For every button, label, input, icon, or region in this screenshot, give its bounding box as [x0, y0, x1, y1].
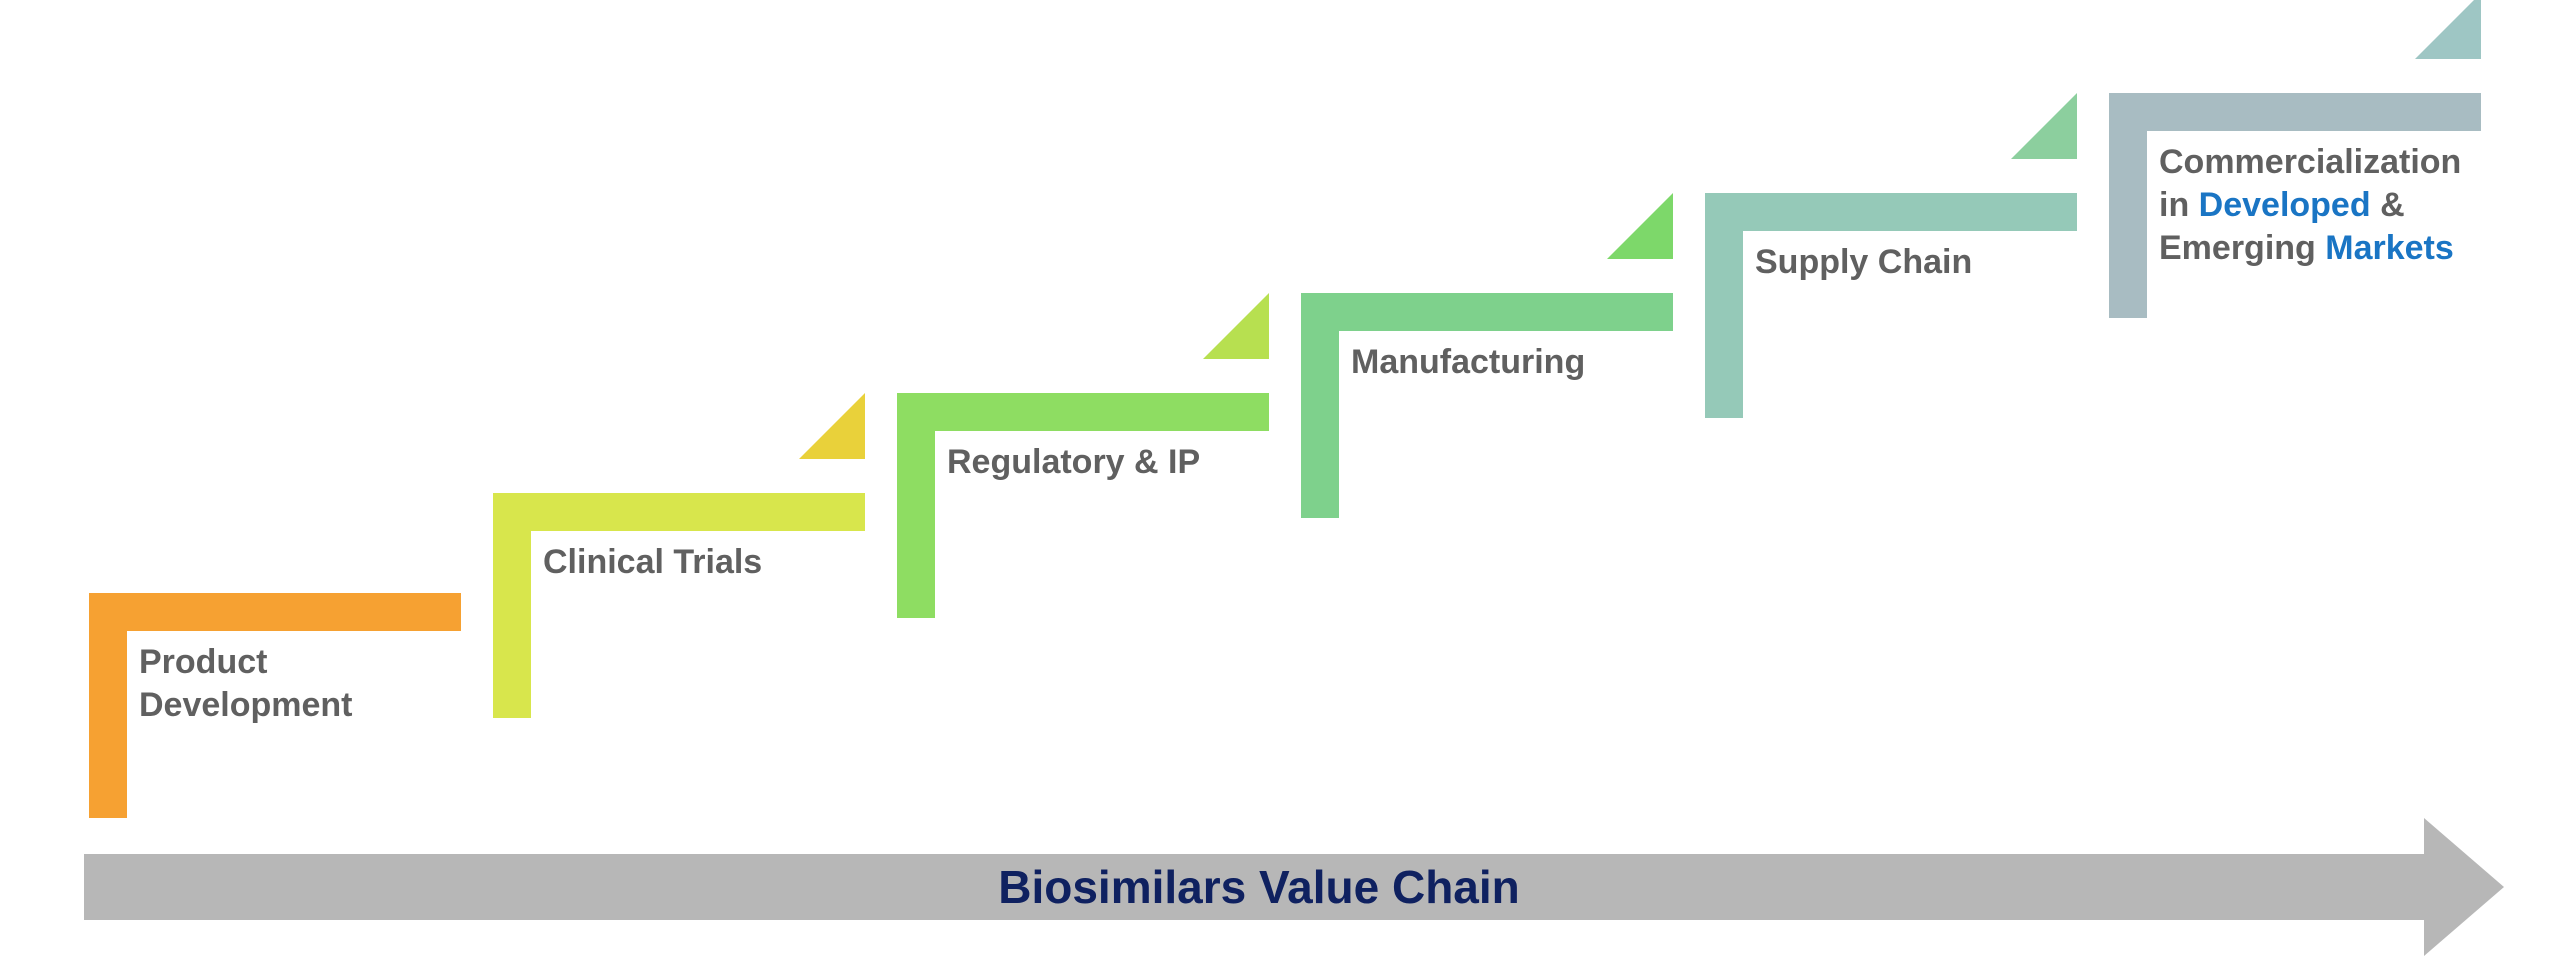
arrow-body — [84, 854, 2434, 920]
step-bar-horizontal — [1705, 193, 2077, 231]
step-bar-horizontal — [89, 593, 461, 631]
step-label: Clinical Trials — [543, 541, 762, 584]
step-label-text: Regulatory & IP — [947, 443, 1201, 481]
step-label-highlight: Developed — [2198, 186, 2371, 224]
step-label-text: Commercialization — [2159, 143, 2462, 181]
step-clinical-trials: Clinical Trials — [493, 393, 865, 718]
step-bar-vertical — [897, 393, 935, 618]
step-label-text: Manufacturing — [1351, 343, 1586, 381]
step-label-text: Supply Chain — [1755, 243, 1973, 281]
step-regulatory-ip: Regulatory & IP — [897, 293, 1269, 618]
step-bar-horizontal — [493, 493, 865, 531]
step-corner-triangle — [1607, 193, 1673, 259]
step-label-text: Clinical Trials — [543, 543, 763, 581]
step-bar-vertical — [493, 493, 531, 718]
step-label-text: Development — [139, 686, 353, 724]
step-supply-chain: Supply Chain — [1705, 93, 2077, 418]
step-corner-triangle — [1203, 293, 1269, 359]
step-bar-horizontal — [1301, 293, 1673, 331]
step-label-text: Product — [139, 643, 268, 681]
step-label-line: Emerging Markets — [2159, 227, 2461, 270]
step-label: Supply Chain — [1755, 241, 1972, 284]
step-corner-triangle — [799, 393, 865, 459]
step-manufacturing: Manufacturing — [1301, 193, 1673, 518]
step-label-line: Clinical Trials — [543, 541, 762, 584]
step-bar-vertical — [1301, 293, 1339, 518]
step-label-highlight: Markets — [2325, 229, 2454, 267]
step-label-line: Supply Chain — [1755, 241, 1972, 284]
step-corner-triangle — [2011, 93, 2077, 159]
step-label: Regulatory & IP — [947, 441, 1200, 484]
step-bar-vertical — [89, 593, 127, 818]
step-label-text: Emerging — [2159, 229, 2326, 267]
step-label-text: in — [2159, 186, 2199, 224]
step-bar-vertical — [1705, 193, 1743, 418]
step-bar-horizontal — [2109, 93, 2481, 131]
step-corner-triangle — [2415, 0, 2481, 59]
arrow-label: Biosimilars Value Chain — [998, 861, 1520, 913]
step-label-line: in Developed & — [2159, 184, 2461, 227]
step-label-line: Commercialization — [2159, 141, 2461, 184]
step-bar-horizontal — [897, 393, 1269, 431]
step-label-text: & — [2370, 186, 2405, 224]
step-label-line: Manufacturing — [1351, 341, 1585, 384]
step-bar-vertical — [2109, 93, 2147, 318]
arrow-head — [2424, 818, 2504, 956]
step-label-line: Development — [139, 684, 353, 727]
value-chain-arrow: Biosimilars Value Chain — [84, 818, 2504, 956]
step-label-line: Regulatory & IP — [947, 441, 1200, 484]
step-label: Manufacturing — [1351, 341, 1585, 384]
step-label-line: Product — [139, 641, 353, 684]
